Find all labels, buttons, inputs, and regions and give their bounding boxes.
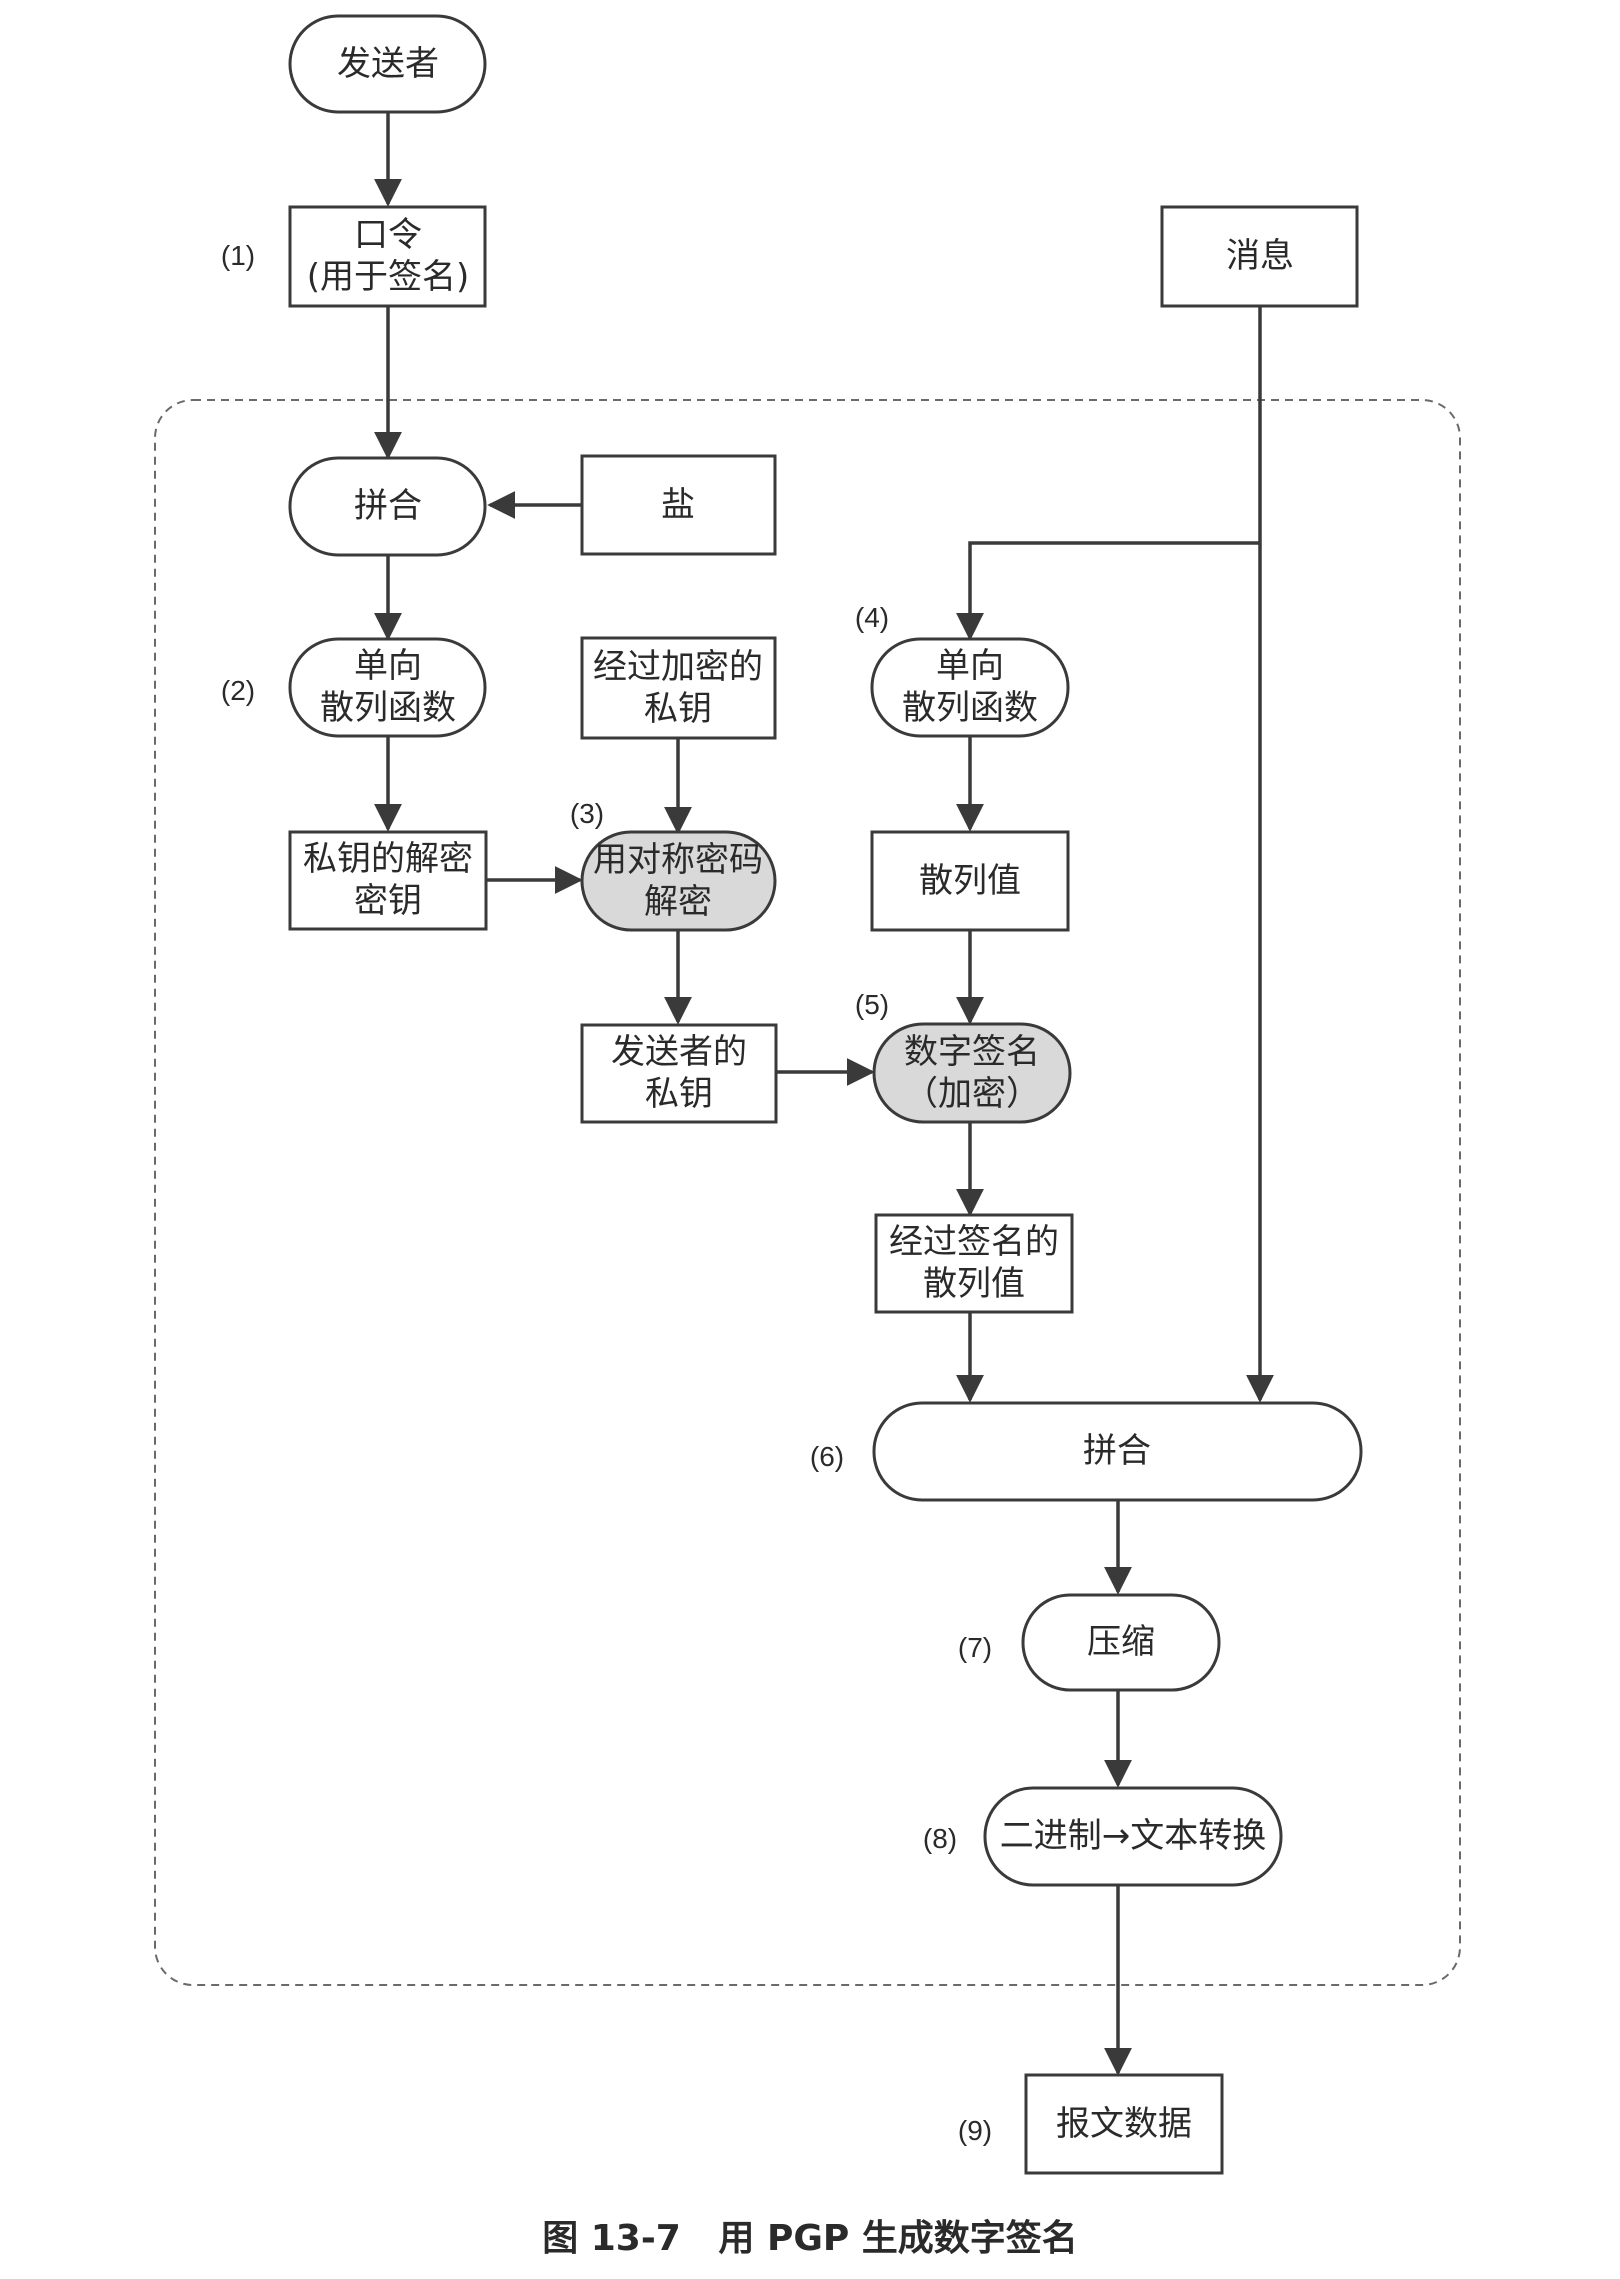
encrypted-private-key-node: [580, 636, 777, 740]
sender-label-line-1: 发送者: [337, 44, 439, 84]
figure-caption: 图 13-7 用 PGP 生成数字签名: [542, 2218, 1078, 2259]
step-label-9: (9): [958, 2115, 992, 2146]
step-label-3: (3): [570, 798, 604, 829]
arrow-message-to-hash2: [956, 541, 1260, 641]
compress-node: [1021, 1593, 1221, 1692]
compress-label-line-1: 压缩: [1087, 1622, 1155, 1662]
node-labels: 发送者口令(用于签名)消息拼合盐单向散列函数经过加密的私钥单向散列函数私钥的解密…: [303, 44, 1294, 2144]
concat2-node: [872, 1401, 1363, 1502]
symmetric-decrypt-label-line-2: 解密: [644, 882, 712, 922]
digital-signature-node: [872, 1022, 1072, 1124]
hash2-node: [870, 637, 1070, 738]
hash2-label-line-1: 单向: [936, 646, 1004, 686]
signed-hash-node: [874, 1213, 1074, 1314]
hash1-label-line-2: 散列函数: [320, 688, 456, 728]
hash-value-node: [870, 830, 1070, 932]
digital-signature-label-line-1: 数字签名: [904, 1032, 1040, 1072]
salt-node: [580, 454, 777, 556]
symmetric-decrypt-label-line-1: 用对称密码: [593, 840, 763, 880]
signed-hash-label-line-2: 散列值: [923, 1264, 1025, 1304]
pgp-processing-boundary: [154, 399, 1461, 1986]
message-data-label-line-1: 报文数据: [1056, 2104, 1192, 2144]
passphrase-node: [288, 205, 487, 308]
passphrase-label-line-2: (用于签名): [307, 257, 470, 297]
step-label-4: (4): [855, 602, 889, 633]
enc-private-key-label-line-2: 私钥: [644, 689, 712, 729]
connectors: [374, 112, 1274, 2076]
step-label-6: (6): [810, 1441, 844, 1472]
step-label-1: (1): [221, 240, 255, 271]
sender-private-key-node: [580, 1023, 778, 1124]
enc-private-key-label-line-1: 经过加密的: [593, 647, 763, 687]
sender-node: [288, 14, 487, 114]
message-data-node: [1024, 2073, 1224, 2175]
hash1-label-line-1: 单向: [354, 646, 422, 686]
passphrase-label-line-1: 口令: [354, 215, 422, 255]
binary-to-text-label-line-1: 二进制→文本转换: [1000, 1816, 1267, 1856]
step-label-2: (2): [221, 675, 255, 706]
step-label-8: (8): [923, 1823, 957, 1854]
step-label-7: (7): [958, 1632, 992, 1663]
step-label-5: (5): [855, 989, 889, 1020]
step-labels: (1) (2) (3) (4) (5) (6) (7) (8) (9): [221, 240, 992, 2146]
message-label-line-1: 消息: [1226, 236, 1294, 276]
symmetric-decrypt-node: [580, 830, 777, 932]
signed-hash-label-line-1: 经过签名的: [889, 1222, 1059, 1262]
concat1-label-line-1: 拼合: [354, 486, 422, 526]
binary-to-text-node: [983, 1786, 1283, 1887]
message-node: [1160, 205, 1359, 308]
hash1-node: [288, 637, 487, 738]
sender-private-key-label-line-1: 发送者的: [611, 1032, 747, 1072]
private-key-decryption-key-label-line-1: 私钥的解密: [303, 839, 473, 879]
nodes: [288, 14, 1363, 2175]
hash-value-label-line-1: 散列值: [919, 861, 1021, 901]
private-key-decryption-key-node: [288, 830, 488, 931]
private-key-decryption-key-label-line-2: 密钥: [354, 881, 422, 921]
concat2-label-line-1: 拼合: [1083, 1431, 1151, 1471]
digital-signature-label-line-2: （加密）: [904, 1074, 1040, 1114]
salt-label-line-1: 盐: [661, 485, 695, 525]
sender-private-key-label-line-2: 私钥: [645, 1074, 713, 1114]
hash2-label-line-2: 散列函数: [902, 688, 1038, 728]
concat1-node: [288, 456, 487, 557]
